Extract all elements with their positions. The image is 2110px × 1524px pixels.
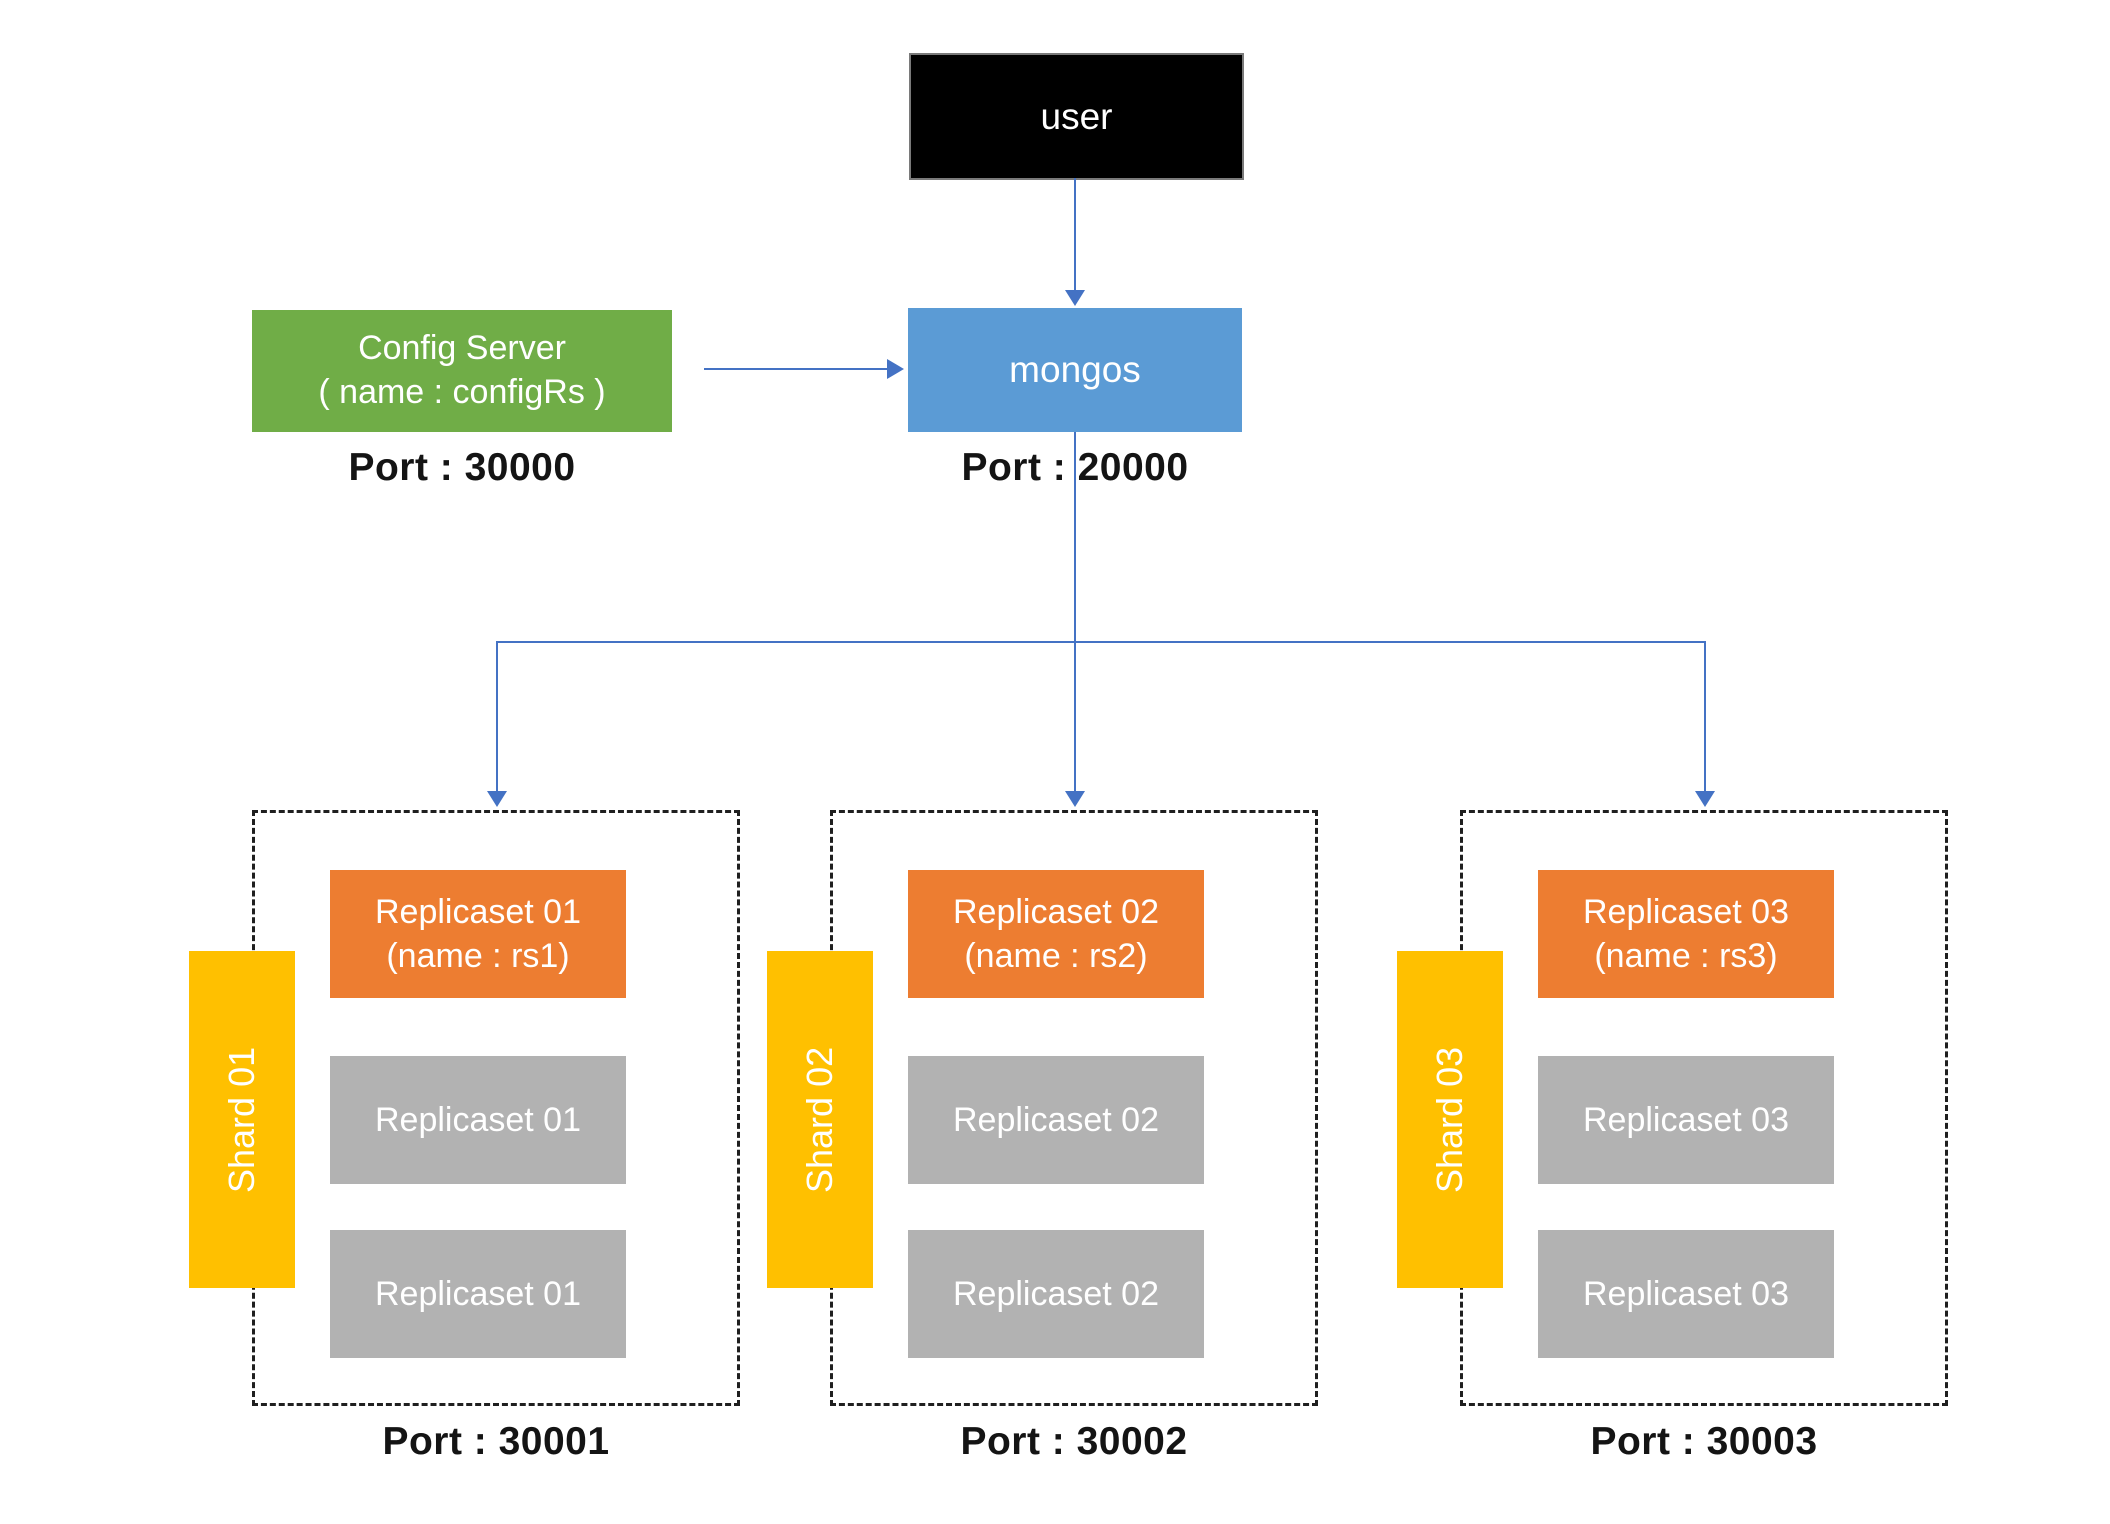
mongos-node-label: mongos [1009, 349, 1141, 391]
shard2-primary-label-line2: (name : rs2) [964, 937, 1148, 975]
shard1-secondary1-label: Replicaset 01 [374, 1100, 581, 1139]
shard1-replicaset-secondary2-box: Replicaset 01 [330, 1230, 626, 1358]
connector-branch-shard3-line [1704, 641, 1706, 792]
shard1-tab: Shard 01 [189, 951, 295, 1288]
shard2-secondary2-label: Replicaset 02 [952, 1274, 1159, 1313]
connector-shard1-arrowhead-icon [487, 791, 507, 807]
shard2-port-label: Port : 30002 [960, 1420, 1188, 1463]
connector-config-mongos-line [704, 368, 888, 370]
connector-config-mongos-arrowhead-icon [887, 359, 904, 379]
config-server-label-line2: ( name : configRs ) [318, 373, 606, 411]
shard2-tab: Shard 02 [767, 951, 873, 1288]
shard2-tab-label: Shard 02 [799, 1046, 840, 1193]
shard3-tab: Shard 03 [1397, 951, 1503, 1288]
shard3-replicaset-secondary1-box: Replicaset 03 [1538, 1056, 1834, 1184]
connector-branch-line [496, 641, 1706, 643]
shard2-replicaset-secondary1-box: Replicaset 02 [908, 1056, 1204, 1184]
shard2-replicaset-primary-box: Replicaset 02 (name : rs2) [908, 870, 1204, 998]
connector-user-mongos-arrowhead-icon [1065, 290, 1085, 306]
shard2-replicaset-secondary2-box: Replicaset 02 [908, 1230, 1204, 1358]
shard3-port-label: Port : 30003 [1590, 1420, 1818, 1463]
shard3-replicaset-secondary2-box: Replicaset 03 [1538, 1230, 1834, 1358]
shard3-replicaset-primary-box: Replicaset 03 (name : rs3) [1538, 870, 1834, 998]
shard3-tab-label: Shard 03 [1429, 1046, 1470, 1193]
shard1-secondary2-label: Replicaset 01 [374, 1274, 581, 1313]
shard3-primary-label-line2: (name : rs3) [1594, 937, 1778, 975]
shard1-primary-label-line2: (name : rs1) [386, 937, 570, 975]
user-node: user [909, 53, 1244, 180]
shard3-primary-label-line1: Replicaset 03 [1582, 892, 1789, 931]
user-node-label: user [1040, 95, 1113, 137]
shard2-primary-label-line1: Replicaset 02 [952, 892, 1159, 931]
connector-shard3-arrowhead-icon [1695, 791, 1715, 807]
connector-branch-shard1-line [496, 641, 498, 792]
shard1-tab-label: Shard 01 [221, 1046, 262, 1193]
config-server-port-label: Port : 30000 [348, 446, 576, 489]
connector-shard2-arrowhead-icon [1065, 791, 1085, 807]
mongos-port-label: Port : 20000 [961, 446, 1189, 489]
shard1-primary-label-line1: Replicaset 01 [374, 892, 581, 931]
mongos-node: mongos [908, 308, 1242, 432]
connector-user-mongos-line [1074, 178, 1076, 291]
config-server-node: Config Server ( name : configRs ) [252, 310, 672, 432]
shard1-replicaset-secondary1-box: Replicaset 01 [330, 1056, 626, 1184]
config-server-label-line1: Config Server [358, 329, 566, 368]
shard3-secondary1-label: Replicaset 03 [1582, 1100, 1789, 1139]
shard3-secondary2-label: Replicaset 03 [1582, 1274, 1789, 1313]
shard1-replicaset-primary-box: Replicaset 01 (name : rs1) [330, 870, 626, 998]
shard1-port-label: Port : 30001 [382, 1420, 610, 1463]
shard2-secondary1-label: Replicaset 02 [952, 1100, 1159, 1139]
connector-mongos-shard2-line [1074, 432, 1076, 792]
